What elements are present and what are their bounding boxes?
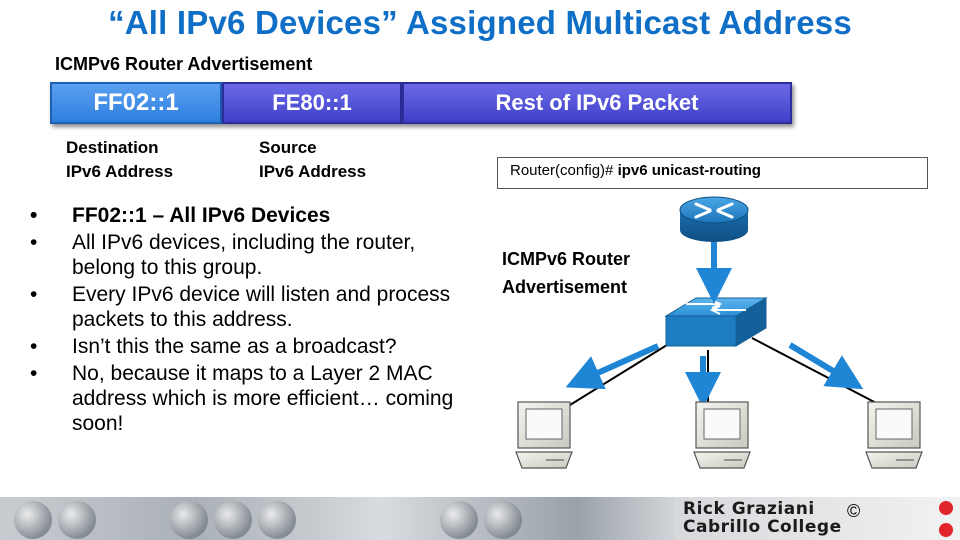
pc-icon[interactable] <box>693 401 751 469</box>
ra-label: ICMPv6 Router Advertisement <box>502 245 630 301</box>
bullet-item: Isn’t this the same as a broadcast? <box>30 334 470 359</box>
decorative-knob <box>258 501 296 539</box>
source-label-line1: Source <box>259 138 317 157</box>
link-switch-pc-left <box>569 339 676 406</box>
brand-name: Rick Graziani <box>683 499 815 519</box>
packet-source-field: FE80::1 <box>222 82 402 124</box>
red-dot-icon <box>939 501 953 515</box>
destination-label: Destination IPv6 Address <box>66 136 173 184</box>
destination-label-line1: Destination <box>66 138 159 157</box>
red-dot-icon <box>939 523 953 537</box>
source-label: Source IPv6 Address <box>259 136 366 184</box>
destination-label-line2: IPv6 Address <box>66 162 174 181</box>
cli-command-box: Router(config)# ipv6 unicast-routing <box>497 157 928 189</box>
decorative-knob <box>58 501 96 539</box>
author-brand: Rick Graziani Cabrillo College © <box>675 497 960 540</box>
bullet-item: FF02::1 – All IPv6 Devices <box>30 203 470 228</box>
pc-icon[interactable] <box>865 401 923 469</box>
router-icon[interactable] <box>679 196 749 242</box>
cli-prompt: Router(config)# <box>510 162 614 179</box>
decorative-knob <box>440 501 478 539</box>
decorative-knob <box>14 501 52 539</box>
source-label-line2: IPv6 Address <box>259 162 367 181</box>
copyright-symbol: © <box>847 501 861 521</box>
bullet-list: FF02::1 – All IPv6 Devices All IPv6 devi… <box>30 203 470 438</box>
pc-icon[interactable] <box>515 401 573 469</box>
arrow-switch-to-pc-right <box>788 342 864 390</box>
cli-command: ipv6 unicast-routing <box>617 162 761 179</box>
switch-icon[interactable] <box>664 297 768 347</box>
packet-caption: ICMPv6 Router Advertisement <box>55 54 313 74</box>
bullet-item: No, because it maps to a Layer 2 MAC add… <box>30 361 470 436</box>
brand-institution: Cabrillo College <box>683 517 842 537</box>
packet-destination-field: FF02::1 <box>50 82 222 124</box>
bullet-item: All IPv6 devices, including the router, … <box>30 230 470 280</box>
network-diagram <box>515 196 923 469</box>
bullet-item: Every IPv6 device will listen and proces… <box>30 282 470 332</box>
packet-rest-field: Rest of IPv6 Packet <box>402 82 792 124</box>
ra-label-line2: Advertisement <box>502 277 628 297</box>
decorative-knob <box>484 501 522 539</box>
decorative-knob <box>170 501 208 539</box>
arrow-switch-to-pc-left <box>565 343 660 390</box>
link-switch-pc-right <box>751 337 881 406</box>
ra-label-line1: ICMPv6 Router <box>502 249 631 269</box>
decorative-knob <box>214 501 252 539</box>
slide-title: “All IPv6 Devices” Assigned Multicast Ad… <box>108 4 852 41</box>
